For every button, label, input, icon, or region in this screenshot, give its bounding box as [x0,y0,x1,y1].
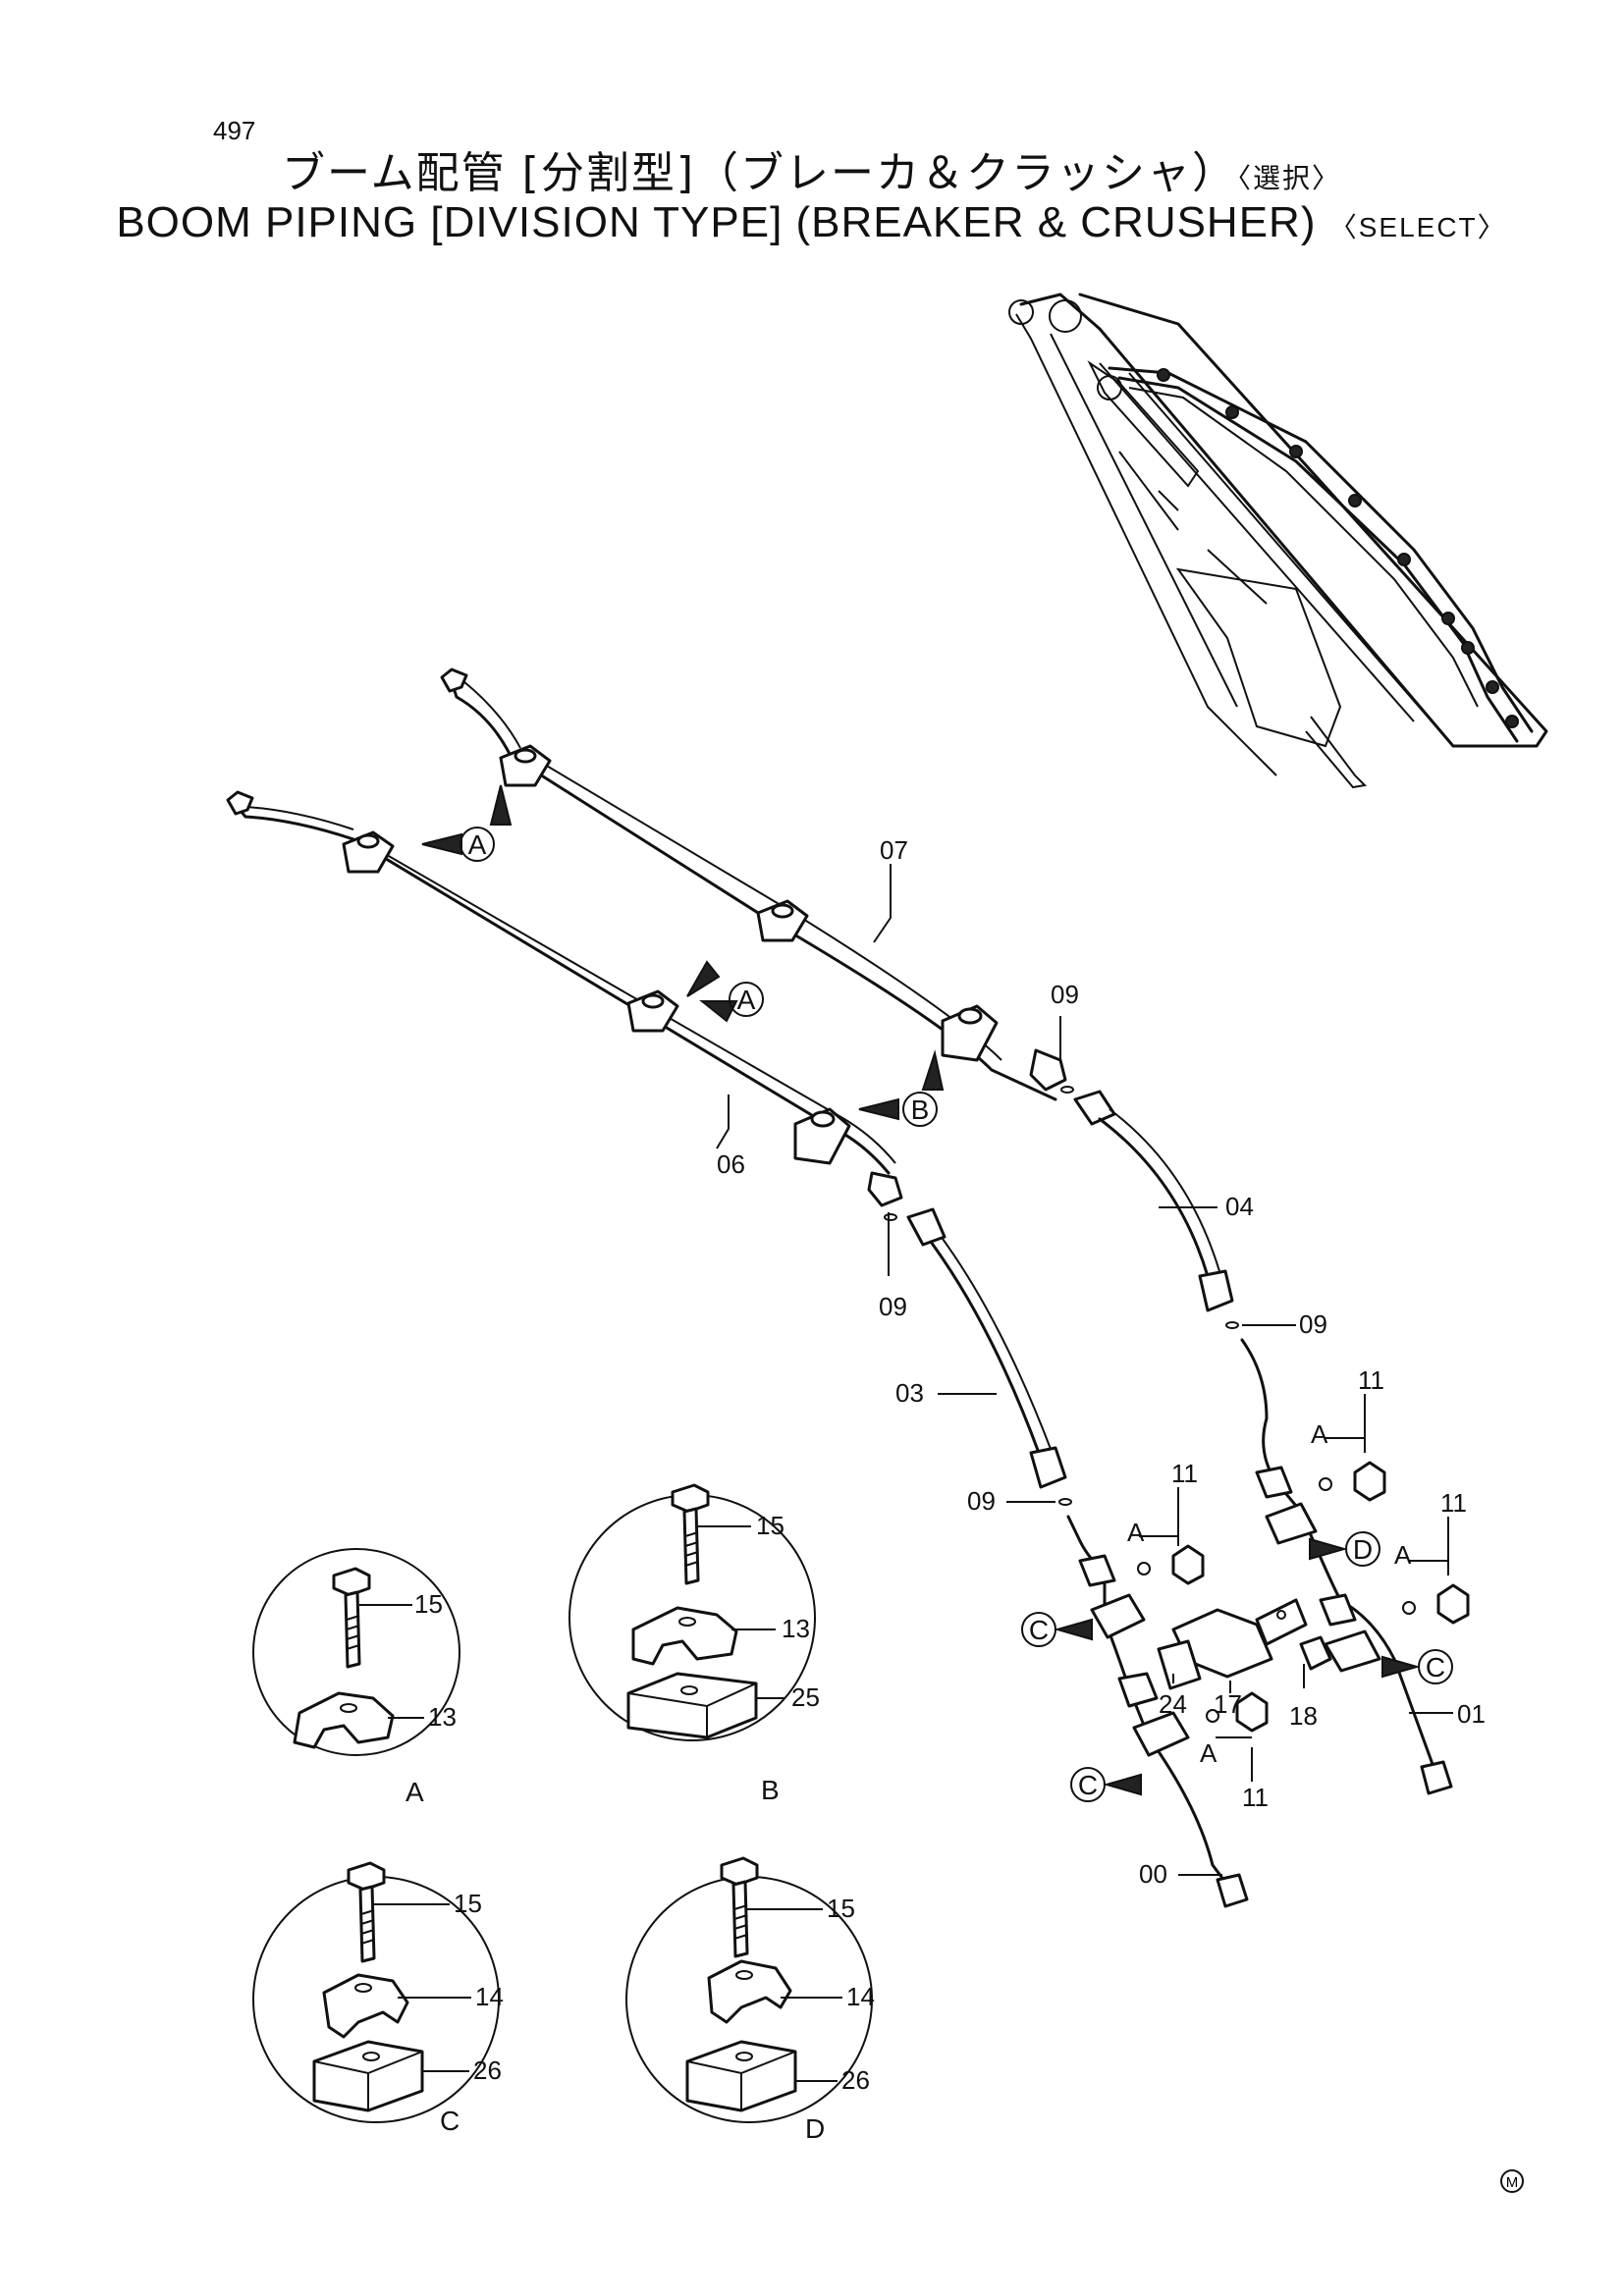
label-06: 06 [717,1149,745,1179]
part-labels: 07 09 06 04 09 09 03 09 11 11 11 11 A A … [717,835,1486,1889]
detail-view-d: 15 14 26 D [625,1856,875,2144]
label-a-plug-4: A [1200,1738,1217,1768]
boom-overview-illustration [1008,293,1548,789]
label-11-b: 11 [1171,1459,1198,1488]
label-04: 04 [1225,1192,1254,1221]
title-japanese-suffix: 〈選択〉 [1236,162,1341,194]
corner-mark: M [1500,2169,1524,2193]
title-english: BOOM PIPING [DIVISION TYPE] (BREAKER & C… [0,198,1623,247]
leader-lines [716,864,1453,1876]
callout-c-1: C [1029,1615,1049,1645]
label-11-a: 11 [1358,1365,1384,1395]
title-japanese-main: ブーム配管 [分割型]（ブレーカ＆クラッシャ） [281,148,1237,198]
pipe-clamps [342,744,999,1165]
label-17: 17 [1214,1689,1242,1719]
detail-view-b: 15 13 25 B [568,1483,820,1805]
label-00: 00 [1139,1859,1167,1889]
page-number: 497 [213,116,256,145]
callout-markers: A A B C C C D [421,784,1453,1802]
detail-c-letter: C [440,2106,460,2136]
detail-d-label-26: 26 [841,2065,870,2095]
label-01: 01 [1457,1699,1486,1729]
label-09-b: 09 [879,1292,907,1321]
callout-b: B [911,1095,930,1125]
pipe-06 [234,803,891,1175]
detail-b-label-25: 25 [791,1682,820,1712]
detail-a-label-13: 13 [428,1702,457,1732]
callout-a-1: A [468,829,487,860]
detail-b-label-13: 13 [782,1614,810,1643]
detail-c-label-14: 14 [475,1982,504,2011]
callout-d: D [1353,1534,1373,1565]
detail-d-letter: D [805,2113,825,2144]
label-a-plug-2: A [1127,1518,1145,1547]
detail-view-a: 15 13 A [252,1548,460,1807]
corner-mark-letter: M [1506,2174,1519,2191]
plug-groups [1137,1461,1470,1733]
detail-c-label-15: 15 [454,1889,482,1918]
label-11-c: 11 [1440,1488,1467,1518]
detail-a-label-15: 15 [414,1589,443,1619]
label-09-c: 09 [1299,1309,1327,1339]
detail-d-label-14: 14 [846,1982,875,2011]
callout-c-2: C [1078,1770,1098,1800]
label-09-d: 09 [967,1486,996,1516]
label-03: 03 [895,1378,924,1408]
detail-a-letter: A [406,1777,424,1807]
label-11-d: 11 [1242,1783,1269,1812]
detail-b-letter: B [761,1775,780,1805]
overview-hose-clamps [1157,368,1519,728]
callout-a-2: A [737,985,756,1015]
hose-04 [1098,1117,1210,1278]
label-09-a: 09 [1051,980,1079,1009]
detail-b-label-15: 15 [756,1511,784,1540]
label-18: 18 [1289,1701,1318,1731]
callout-c-3: C [1426,1652,1445,1682]
detail-view-c: 15 14 26 C [252,1861,504,2136]
hose-03 [929,1240,1041,1455]
label-07: 07 [880,835,908,865]
label-24: 24 [1159,1689,1187,1719]
label-a-plug-3: A [1394,1540,1412,1570]
title-english-suffix: 〈SELECT〉 [1328,212,1507,242]
title-japanese: ブーム配管 [分割型]（ブレーカ＆クラッシャ）〈選択〉 [0,137,1623,200]
title-english-main: BOOM PIPING [DIVISION TYPE] (BREAKER & C… [116,198,1317,246]
detail-d-label-15: 15 [827,1894,855,1923]
label-a-plug-1: A [1311,1419,1328,1449]
detail-c-label-26: 26 [473,2056,502,2085]
main-pipe-assembly [226,667,1453,1908]
